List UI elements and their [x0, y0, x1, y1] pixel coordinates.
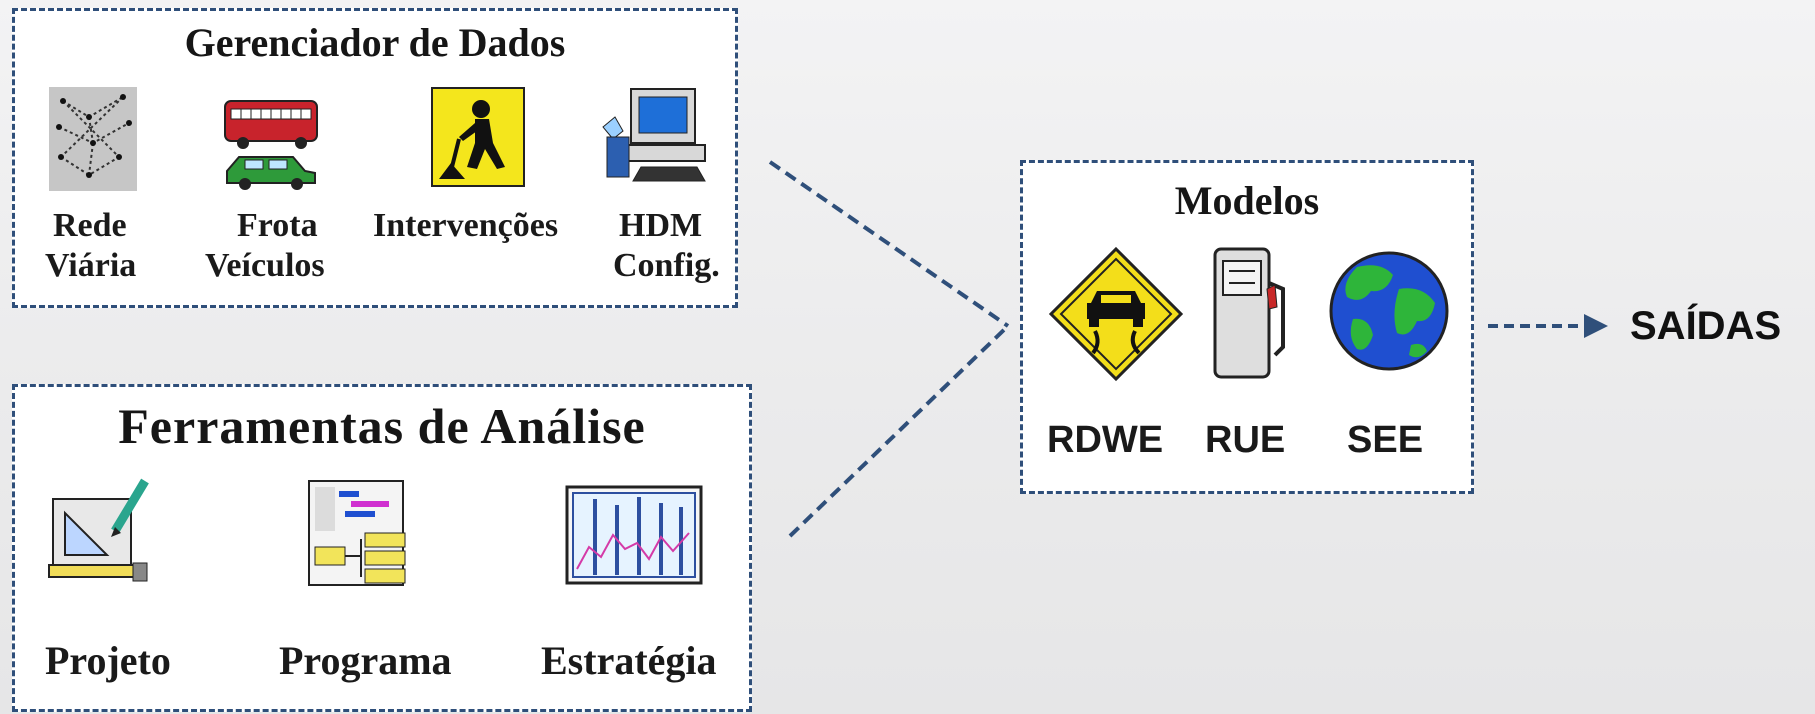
- program-chart-icon: [308, 480, 406, 586]
- slippery-road-sign-icon: [1048, 246, 1184, 382]
- item-rdwe[interactable]: RDWE: [1043, 239, 1193, 469]
- computer-config-icon: [602, 88, 706, 182]
- label-projeto: Projeto: [45, 638, 171, 683]
- strategy-graph-icon: [565, 485, 703, 585]
- item-rue[interactable]: RUE: [1199, 239, 1319, 469]
- label-intervencoes: Intervenções: [373, 207, 559, 244]
- label-programa: Programa: [279, 638, 452, 683]
- connector-dados-to-modelos: [768, 160, 1010, 328]
- label-estrategia: Estratégia: [541, 638, 717, 683]
- output-label-saidas: SAÍDAS: [1630, 304, 1782, 348]
- connector-ferramentas-to-modelos: [788, 324, 1010, 538]
- label-hdm: HDM: [619, 207, 703, 244]
- drafting-project-icon: [48, 478, 149, 582]
- vehicle-fleet-icon: [224, 100, 318, 190]
- item-see[interactable]: SEE: [1319, 239, 1459, 469]
- panel-ferramentas-de-analise: Ferramentas de Análise Projeto Programa: [12, 384, 752, 712]
- road-network-icon: [49, 87, 137, 191]
- item-intervencoes[interactable]: Intervenções: [363, 87, 593, 297]
- panel-title-gerenciador: Gerenciador de Dados: [184, 20, 566, 65]
- globe-icon: [1329, 251, 1449, 371]
- item-programa[interactable]: Programa: [259, 477, 469, 703]
- arrowhead-icon: [1584, 314, 1608, 338]
- panel-modelos: Modelos RDWE RUE: [1020, 160, 1474, 494]
- panel-gerenciador-de-dados: Gerenciador de Dados Rede Viária: [12, 8, 738, 308]
- label-see: SEE: [1347, 419, 1424, 461]
- item-rede-viaria[interactable]: Rede Viária: [45, 87, 175, 297]
- item-projeto[interactable]: Projeto: [29, 477, 199, 703]
- road-works-icon: [431, 87, 525, 187]
- label-frota: Frota: [237, 207, 318, 244]
- label-viaria: Viária: [45, 247, 137, 284]
- panel-title-ferramentas: Ferramentas de Análise: [118, 398, 646, 454]
- label-veiculos: Veículos: [205, 247, 325, 284]
- fuel-pump-icon: [1213, 247, 1285, 379]
- item-hdm-config[interactable]: HDM Config.: [593, 87, 723, 297]
- label-rede: Rede: [53, 207, 127, 244]
- item-estrategia[interactable]: Estratégia: [527, 477, 743, 703]
- label-config: Config.: [613, 247, 720, 284]
- item-frota-veiculos[interactable]: Frota Veículos: [205, 87, 355, 297]
- label-rdwe: RDWE: [1047, 419, 1164, 461]
- label-rue: RUE: [1205, 419, 1286, 461]
- panel-title-modelos: Modelos: [1174, 178, 1320, 223]
